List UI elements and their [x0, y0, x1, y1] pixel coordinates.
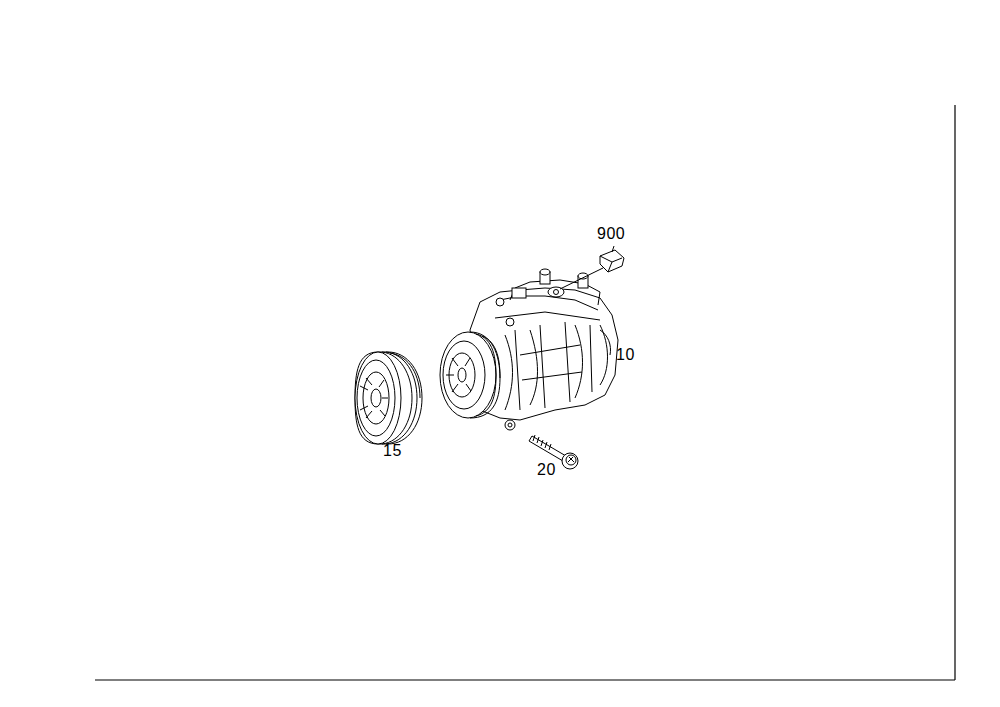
frame-line	[954, 105, 955, 680]
compressor	[440, 269, 618, 430]
frame-line	[95, 679, 955, 680]
callout-number: 900	[597, 226, 625, 242]
pulley	[355, 352, 422, 444]
connector-part	[600, 250, 624, 272]
leader-line	[612, 246, 614, 252]
callout-number: 10	[616, 347, 635, 363]
callout-number: 15	[383, 443, 402, 459]
callout-number: 20	[537, 462, 556, 478]
leader-line	[560, 268, 603, 289]
